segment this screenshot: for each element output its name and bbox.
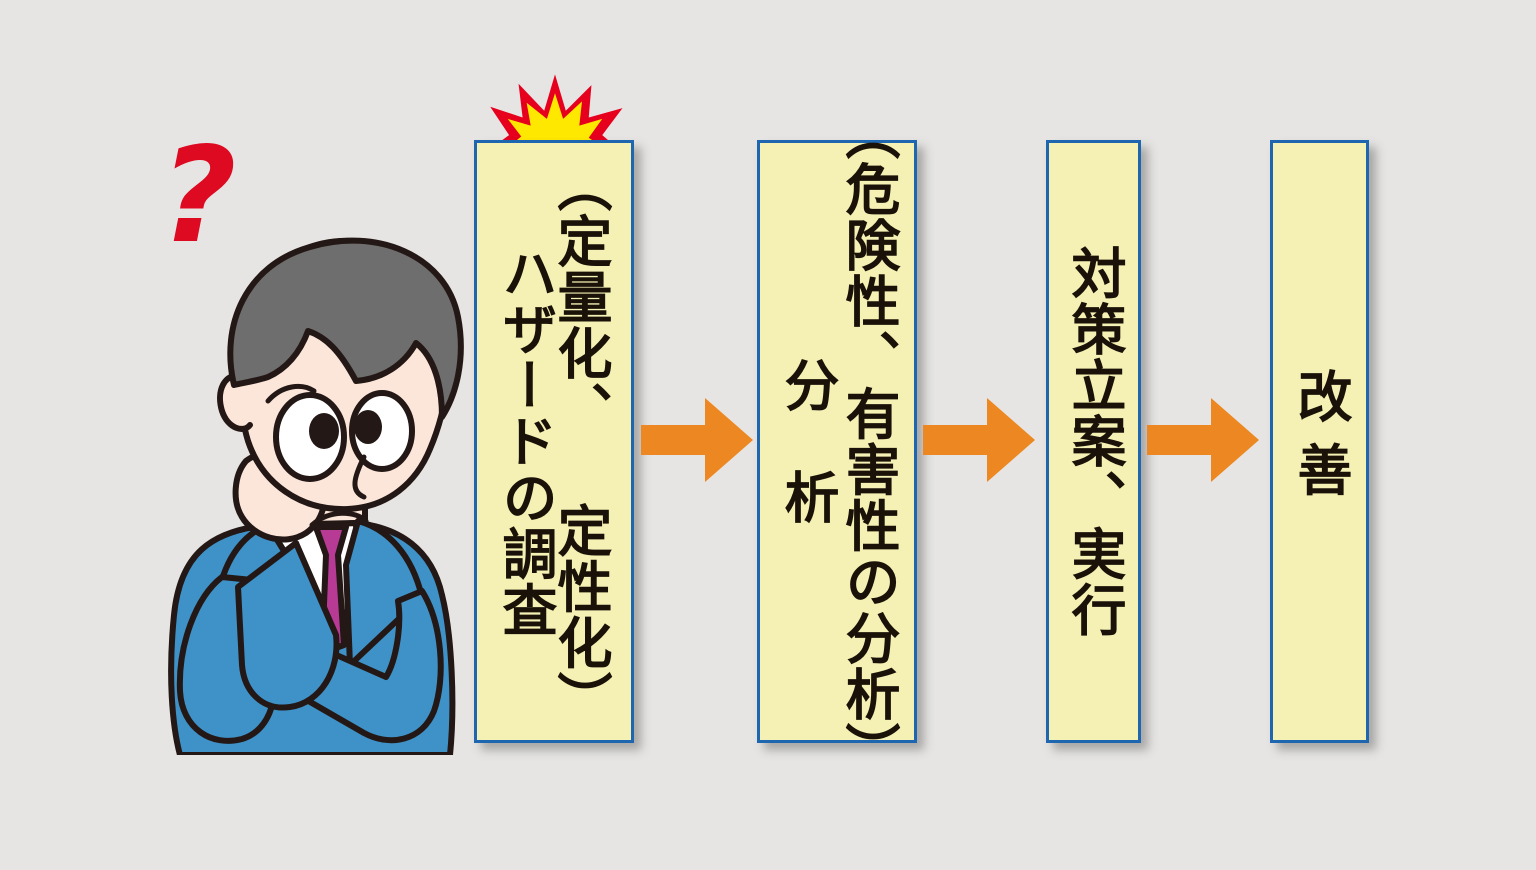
right-arrow-icon-3 — [1147, 398, 1259, 482]
thinking-businessman-illustration — [168, 237, 464, 755]
right-arrow-icon-1 — [641, 398, 753, 482]
flow-step-1-main-label: ハザードの調査 — [493, 245, 557, 638]
flow-step-3[interactable]: 対策立案、実行 — [1046, 140, 1141, 743]
flow-step-2[interactable]: （危険性、有害性の分析） 分 析 — [757, 105, 917, 778]
flow-step-3-main-label: 対策立案、実行 — [1062, 245, 1126, 638]
right-arrow-icon-2 — [923, 398, 1035, 482]
question-mark-icon: ? — [160, 119, 237, 273]
flow-step-1[interactable]: （定量化、 定性化） ハザードの調査 — [474, 140, 634, 743]
flow-step-2-sub-label: （危険性、有害性の分析） — [836, 104, 900, 779]
flow-step-2-main-label: 分 析 — [775, 357, 839, 526]
flow-step-1-sub-label: （定量化、 定性化） — [548, 156, 612, 727]
flow-step-4-main-label: 改善 — [1288, 367, 1352, 516]
flow-step-4[interactable]: 改善 — [1270, 140, 1369, 743]
